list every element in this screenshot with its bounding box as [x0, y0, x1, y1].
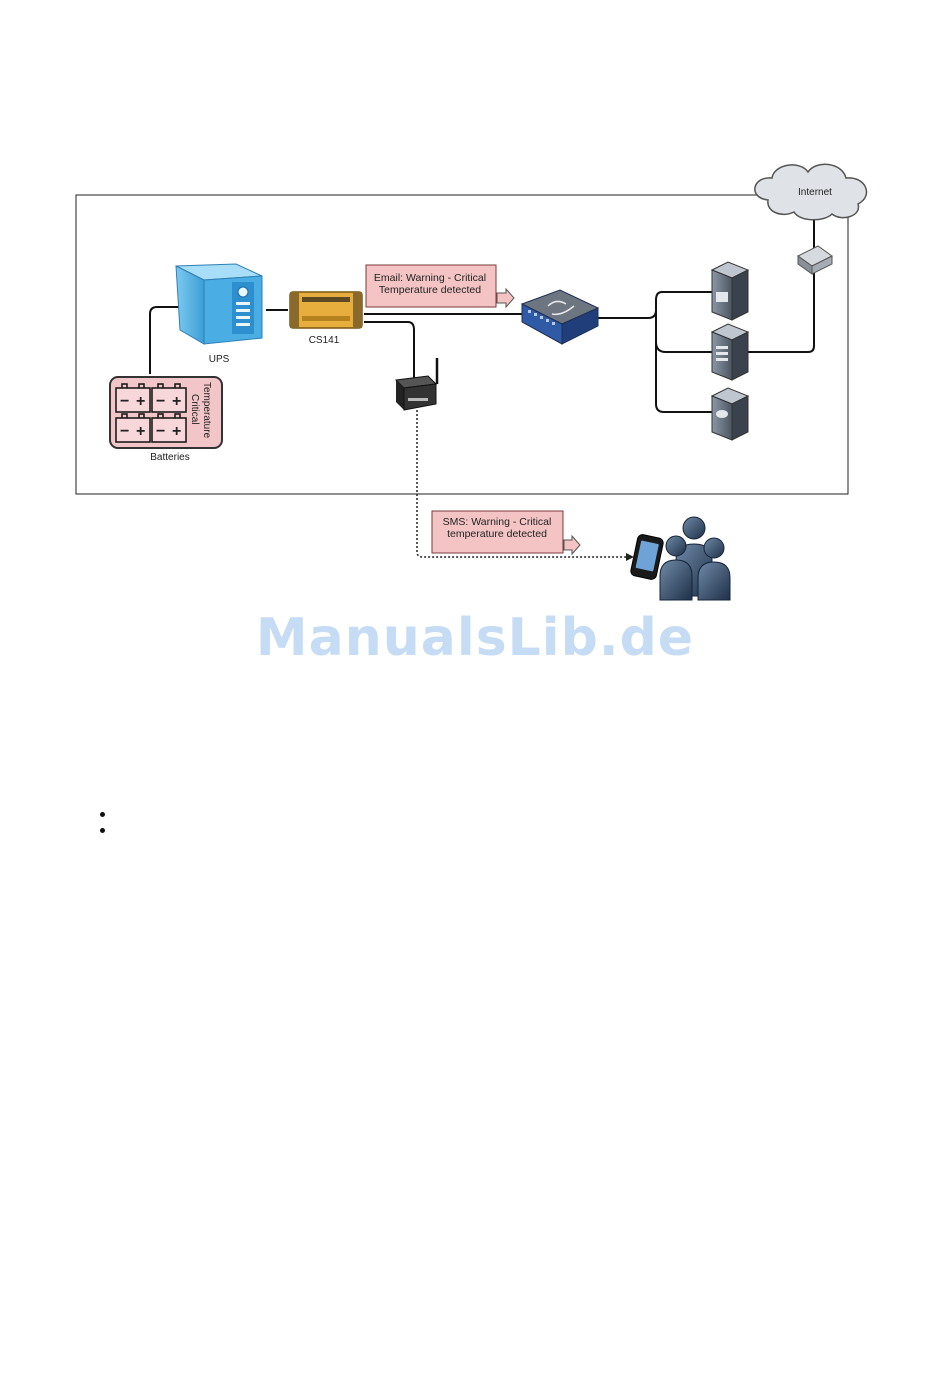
cs141-adapter-icon [290, 292, 362, 328]
internet-cloud: Internet [755, 164, 867, 219]
svg-text:−: − [120, 423, 129, 440]
ups-label: UPS [209, 354, 230, 365]
gsm-modem-icon [396, 358, 437, 410]
mobile-phone-icon [630, 534, 664, 580]
users-group-icon [660, 517, 730, 600]
battery-ups-link [150, 307, 182, 374]
sms-alert-line1: SMS: Warning - Critical [443, 516, 552, 528]
network-switch-icon [522, 290, 598, 344]
email-alert-line1: Email: Warning - Critical [374, 272, 486, 284]
battery-bank: −+ −+ −+ −+ Temperature Critical [110, 377, 222, 448]
svg-text:−: − [156, 423, 165, 440]
svg-text:+: + [172, 393, 181, 410]
svg-text:+: + [172, 423, 181, 440]
battery-status-line2: Critical [189, 394, 200, 425]
email-alert-box: Email: Warning - Critical Temperature de… [366, 265, 514, 307]
cs141-modem-link [364, 322, 414, 378]
watermark: ManualsLib.de [0, 608, 950, 668]
svg-text:−: − [120, 393, 129, 410]
bullet-list [100, 812, 105, 844]
monitoring-network-diagram: Internet UPS CS141 [0, 0, 950, 700]
sms-alert-box: SMS: Warning - Critical temperature dete… [432, 511, 580, 554]
bullet-point [100, 828, 105, 833]
server-router-link [744, 272, 814, 352]
internet-label: Internet [798, 187, 832, 198]
batteries-label: Batteries [150, 452, 189, 463]
ups-icon [176, 264, 262, 344]
server-icon [712, 262, 748, 320]
battery-status-line1: Temperature [201, 382, 212, 439]
svg-text:+: + [136, 393, 145, 410]
email-alert-line2: Temperature detected [379, 284, 481, 296]
cs141-label: CS141 [309, 335, 340, 346]
svg-text:−: − [156, 393, 165, 410]
sms-alert-line2: temperature detected [447, 528, 547, 540]
bullet-point [100, 812, 105, 817]
router-icon [798, 246, 832, 274]
server-icon [712, 324, 748, 380]
svg-text:+: + [136, 423, 145, 440]
server-icon [712, 388, 748, 440]
